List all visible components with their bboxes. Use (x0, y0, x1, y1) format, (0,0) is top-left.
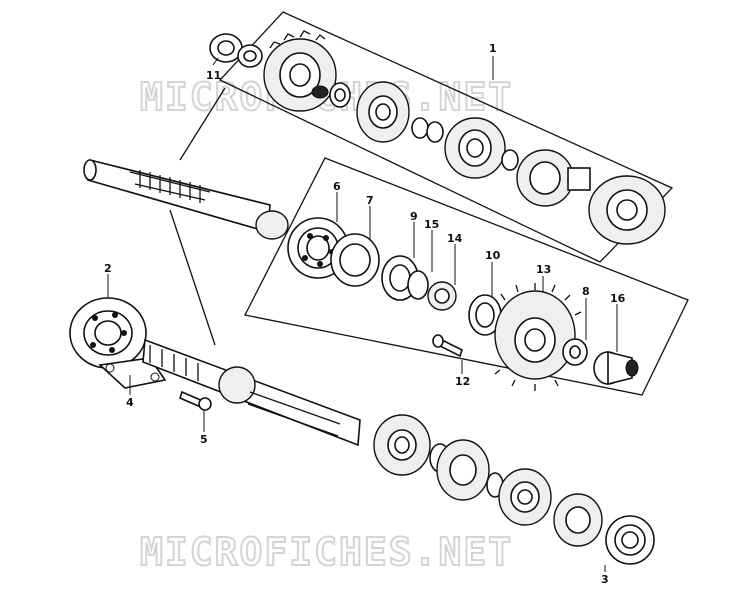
callout-11: 11 (206, 69, 221, 82)
callout-1: 1 (489, 42, 497, 55)
group-box-2 (244, 157, 689, 396)
part-8-lockwasher (562, 338, 588, 366)
lower-gear-cluster (373, 414, 603, 547)
box2-leader (169, 209, 216, 346)
part-13-sprocket (494, 283, 582, 391)
part-3-bearing (605, 515, 655, 565)
part-14-collar (427, 281, 457, 311)
part-5-screw (179, 390, 212, 411)
part-7-washer (330, 233, 380, 287)
callout-10: 10 (485, 249, 501, 262)
part-2-bearing (69, 297, 147, 369)
upper-gear-cluster (263, 30, 666, 245)
part-10-washer (468, 294, 502, 336)
part-12-bolt (432, 334, 463, 358)
callout-6: 6 (333, 180, 341, 193)
part-11-bearing (209, 33, 263, 68)
main-shaft (83, 158, 289, 240)
callout-12: 12 (455, 375, 470, 388)
callout-4: 4 (126, 396, 134, 409)
callout-2: 2 (104, 262, 112, 275)
watermark-bottom: MICROFICHES.NET (140, 530, 513, 574)
callout-16: 16 (610, 292, 626, 305)
callout-15: 15 (424, 218, 439, 231)
box1-leader (179, 87, 226, 161)
part-16-nut (593, 350, 639, 386)
callout-3: 3 (601, 573, 609, 586)
callout-14: 14 (447, 232, 463, 245)
callout-9: 9 (410, 210, 418, 223)
callout-leaders (107, 56, 618, 572)
counter-shaft (142, 338, 361, 447)
part-4-plate (98, 357, 167, 389)
callout-8: 8 (582, 285, 590, 298)
callout-13: 13 (536, 263, 551, 276)
callout-5: 5 (200, 433, 208, 446)
callout-7: 7 (366, 194, 374, 207)
part-15-ring (407, 270, 429, 300)
